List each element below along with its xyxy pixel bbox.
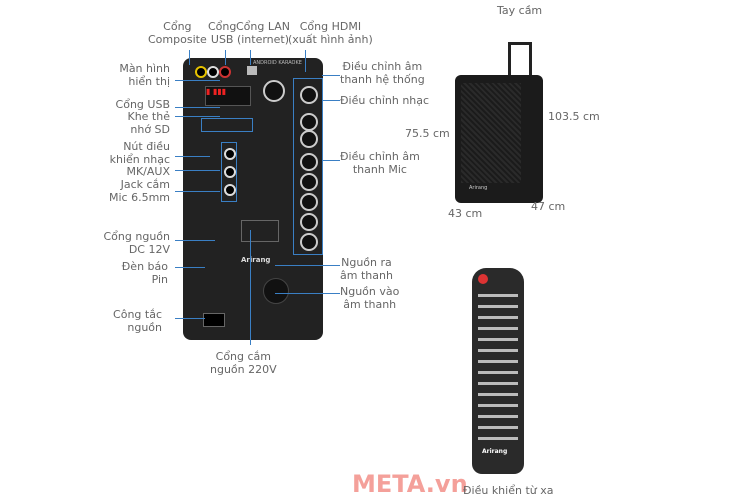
label-remote: Điều khiển từ xa: [463, 484, 554, 497]
knob-column: [293, 78, 323, 255]
label-mic-jack: Jack cắm Mic 6.5mm: [108, 178, 170, 204]
composite-jack: [195, 66, 207, 78]
remote-power-button[interactable]: [478, 274, 488, 284]
knob[interactable]: [300, 193, 318, 211]
knob[interactable]: [300, 213, 318, 231]
lan-port: [247, 66, 257, 75]
knob[interactable]: [300, 86, 318, 104]
system-volume-knob[interactable]: [263, 80, 285, 102]
dim-height-body: 75.5 cm: [405, 127, 450, 140]
knob[interactable]: [300, 130, 318, 148]
label-sd: Khe thẻ nhớ SD: [127, 110, 170, 136]
speaker-body: Arirang: [455, 75, 543, 203]
label-music-adjust: Điều chỉnh nhạc: [340, 94, 430, 107]
label-usb: Cổng USB: [115, 98, 170, 111]
music-buttons-group: [201, 118, 253, 132]
composite-jack: [219, 66, 231, 78]
audio-in-port: [263, 278, 289, 304]
dim-width: 43 cm: [448, 207, 483, 220]
watermark: META.vn: [352, 470, 468, 498]
knob[interactable]: [300, 173, 318, 191]
label-usb-top: Cổng USB: [208, 20, 237, 46]
ac-inlet: [241, 220, 279, 242]
power-switch[interactable]: [203, 313, 225, 327]
remote-control: Arirang: [472, 268, 524, 474]
speaker-logo: Arirang: [469, 185, 488, 191]
speaker-back-panel: ANDROID KARAOKE ▮ ▮▮▮ Arirang: [183, 58, 323, 340]
display-screen: ▮ ▮▮▮: [205, 86, 251, 106]
speaker-grille: [461, 83, 521, 183]
label-audio-in: Nguồn vào âm thanh: [340, 285, 400, 311]
composite-jack: [207, 66, 219, 78]
label-dc12: Cổng nguồn DC 12V: [103, 230, 171, 256]
remote-buttons: [478, 290, 518, 440]
mic-jack: [224, 184, 236, 196]
speaker-handle: [508, 42, 532, 79]
knob[interactable]: [300, 233, 318, 251]
mic-jacks: [221, 142, 237, 202]
knob[interactable]: [300, 153, 318, 171]
label-lan: Cổng LAN (internet): [236, 20, 290, 46]
dim-height-total: 103.5 cm: [548, 110, 600, 123]
panel-title: ANDROID KARAOKE: [253, 60, 302, 66]
label-battery: Đèn báo Pin: [121, 260, 168, 286]
label-system-volume: Điều chỉnh âm thanh hệ thống: [340, 60, 425, 86]
label-mk-aux: MK/AUX: [126, 165, 170, 178]
label-ac220: Cổng cắm nguồn 220V: [210, 350, 277, 376]
label-hdmi: Cổng HDMI (xuất hình ảnh): [288, 20, 373, 46]
mic-jack: [224, 166, 236, 178]
dim-depth: 47 cm: [531, 200, 566, 213]
label-audio-out: Nguồn ra âm thanh: [340, 256, 393, 282]
label-power-switch: Công tắc nguồn: [113, 308, 162, 334]
label-handle: Tay cầm: [497, 4, 543, 17]
brand-label: Arirang: [241, 256, 271, 264]
knob[interactable]: [300, 113, 318, 131]
remote-logo: Arirang: [482, 448, 508, 455]
label-music-buttons: Nút điều khiển nhạc: [109, 140, 170, 166]
mic-jack: [224, 148, 236, 160]
label-composite: Cổng Composite: [148, 20, 207, 46]
label-mic-adjust: Điều chỉnh âm thanh Mic: [340, 150, 420, 176]
label-display: Màn hình hiển thị: [119, 62, 170, 88]
